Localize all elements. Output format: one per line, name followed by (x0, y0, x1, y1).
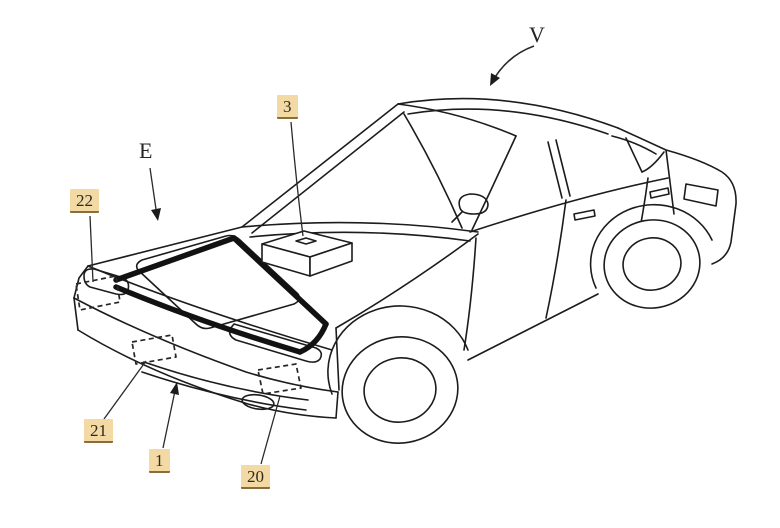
harness-right-connector (297, 321, 329, 355)
rear-wheel-inner (622, 237, 682, 291)
bumper-bottom-edge (77, 329, 337, 419)
hood-front-edge (87, 265, 333, 351)
bumper-left-vertical (73, 297, 79, 331)
label-e: E (139, 138, 153, 163)
harness-left-branch (113, 235, 237, 283)
trunk-seam (665, 149, 675, 215)
a-pillar-inner (251, 111, 405, 234)
wire-harness (113, 235, 329, 355)
side-mirror (458, 193, 489, 215)
b-pillar-front (547, 141, 563, 199)
leader-arrowhead-e (151, 208, 161, 221)
sensor-box-20 (257, 363, 302, 395)
ecu-connector (295, 237, 317, 245)
sensor-box-22 (75, 275, 121, 311)
label-20[interactable]: 20 (241, 465, 270, 489)
door-handle-front (573, 209, 596, 221)
hood-right-edge (335, 233, 479, 329)
door-handle-rear (649, 187, 670, 199)
rocker-line (467, 293, 599, 361)
label-v: V (529, 22, 545, 47)
v-arrowhead (490, 73, 500, 86)
label-21[interactable]: 21 (84, 419, 113, 443)
hood-left-edge (87, 226, 243, 267)
bumper-right-end (335, 391, 339, 419)
front-wheel-arch (327, 305, 469, 395)
car-body (73, 97, 737, 444)
beltline (469, 177, 669, 233)
rear-wheel-outer (603, 219, 701, 309)
label-22[interactable]: 22 (70, 189, 99, 213)
sensor-box-21 (131, 334, 177, 365)
tail-light (683, 183, 719, 207)
bumper-left-edge (73, 265, 89, 299)
windshield-base (241, 221, 479, 233)
harness-front-branch (113, 284, 303, 355)
leader-line-21 (103, 360, 147, 420)
bumper-top-edge (73, 297, 339, 393)
roof-line (397, 97, 619, 129)
rear-wheel-arch (589, 203, 713, 289)
roof-front-edge (397, 103, 517, 137)
callouts (89, 45, 535, 465)
side-window-front-edge (403, 113, 463, 229)
leader-line-e (149, 167, 158, 217)
label-1[interactable]: 1 (149, 449, 170, 473)
front-wheel-inner (363, 357, 437, 423)
grille-slat-2 (141, 371, 307, 411)
label-3[interactable]: 3 (277, 95, 298, 119)
b-pillar-rear (555, 139, 571, 197)
grille-slat-1 (143, 361, 309, 401)
quarter-window-edge (641, 151, 665, 173)
a-pillar (241, 103, 399, 228)
far-a-pillar (471, 135, 517, 231)
roof-inner-line (407, 108, 609, 135)
leader-arrowhead-1 (170, 382, 179, 395)
cowl-line (249, 231, 471, 242)
fender-door-seam (463, 237, 477, 351)
fog-light (241, 393, 275, 411)
fender-front-edge (335, 327, 340, 391)
leader-line-20 (260, 395, 281, 465)
c-pillar (625, 137, 643, 173)
front-wheel-outer (341, 336, 459, 444)
ecu-side-face (309, 242, 353, 277)
harness-diagonal (231, 235, 329, 327)
mirror-stalk (451, 211, 463, 223)
sensor-boxes (75, 275, 302, 395)
leader-line-1 (162, 385, 177, 449)
headlight-right (228, 323, 323, 363)
ecu-unit (261, 230, 353, 277)
rear-window-inner (611, 135, 657, 155)
leader-line-3 (290, 121, 304, 237)
leader-line-22 (89, 215, 94, 283)
rear-pillar-trunk (617, 127, 737, 265)
door-seam-front (545, 199, 567, 319)
